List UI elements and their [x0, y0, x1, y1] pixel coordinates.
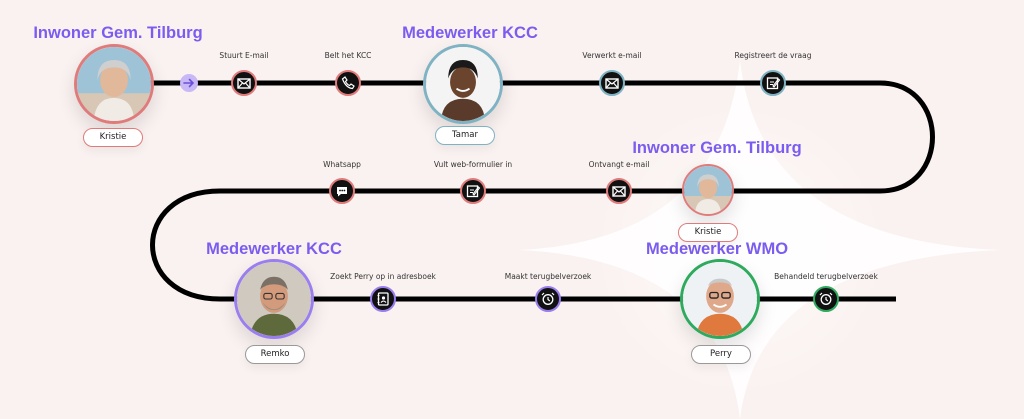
step-label-stuurt-email: Stuurt E-mail: [219, 51, 269, 60]
step-label-vult-formulier: Vult web-formulier in: [433, 160, 513, 169]
role-title-wmo: Medewerker WMO: [645, 240, 789, 258]
name-pill-kristie: Kristie: [83, 128, 143, 147]
step-label-ontvangt-email: Ontvangt e-mail: [588, 160, 650, 169]
avatar-kristie-small: [682, 164, 734, 216]
edit-form-icon: [760, 70, 786, 96]
envelope-icon: [231, 70, 257, 96]
alarm-phone-icon: [813, 286, 839, 312]
envelope-icon: [606, 178, 632, 204]
avatar-remko: [234, 259, 314, 339]
address-book-icon: [370, 286, 396, 312]
role-title-inwoner-1: Inwoner Gem. Tilburg: [33, 24, 203, 42]
role-title-kcc-1: Medewerker KCC: [402, 24, 538, 42]
step-label-belt-kcc: Belt het KCC: [324, 51, 372, 60]
name-pill-kristie-2: Kristie: [678, 223, 738, 242]
arrow-right-icon: [180, 74, 198, 92]
avatar-kristie: [74, 44, 154, 124]
step-label-behandeld-terugbel: Behandeld terugbelverzoek: [774, 272, 878, 281]
avatar-tamar: [423, 44, 503, 124]
step-label-whatsapp: Whatsapp: [323, 160, 361, 169]
chat-bubble-icon: [329, 178, 355, 204]
name-pill-perry: Perry: [691, 345, 751, 364]
step-label-zoekt-perry: Zoekt Perry op in adresboek: [330, 272, 436, 281]
phone-icon: [335, 70, 361, 96]
role-title-inwoner-2: Inwoner Gem. Tilburg: [632, 139, 802, 157]
edit-form-icon: [460, 178, 486, 204]
role-title-kcc-2: Medewerker KCC: [206, 240, 342, 258]
name-pill-remko: Remko: [245, 345, 305, 364]
alarm-phone-icon: [535, 286, 561, 312]
envelope-icon: [599, 70, 625, 96]
name-pill-tamar: Tamar: [435, 126, 495, 145]
step-label-verwerkt-email: Verwerkt e-mail: [582, 51, 642, 60]
step-label-registreert: Registreert de vraag: [734, 51, 812, 60]
avatar-perry: [680, 259, 760, 339]
step-label-maakt-terugbel: Maakt terugbelverzoek: [504, 272, 592, 281]
